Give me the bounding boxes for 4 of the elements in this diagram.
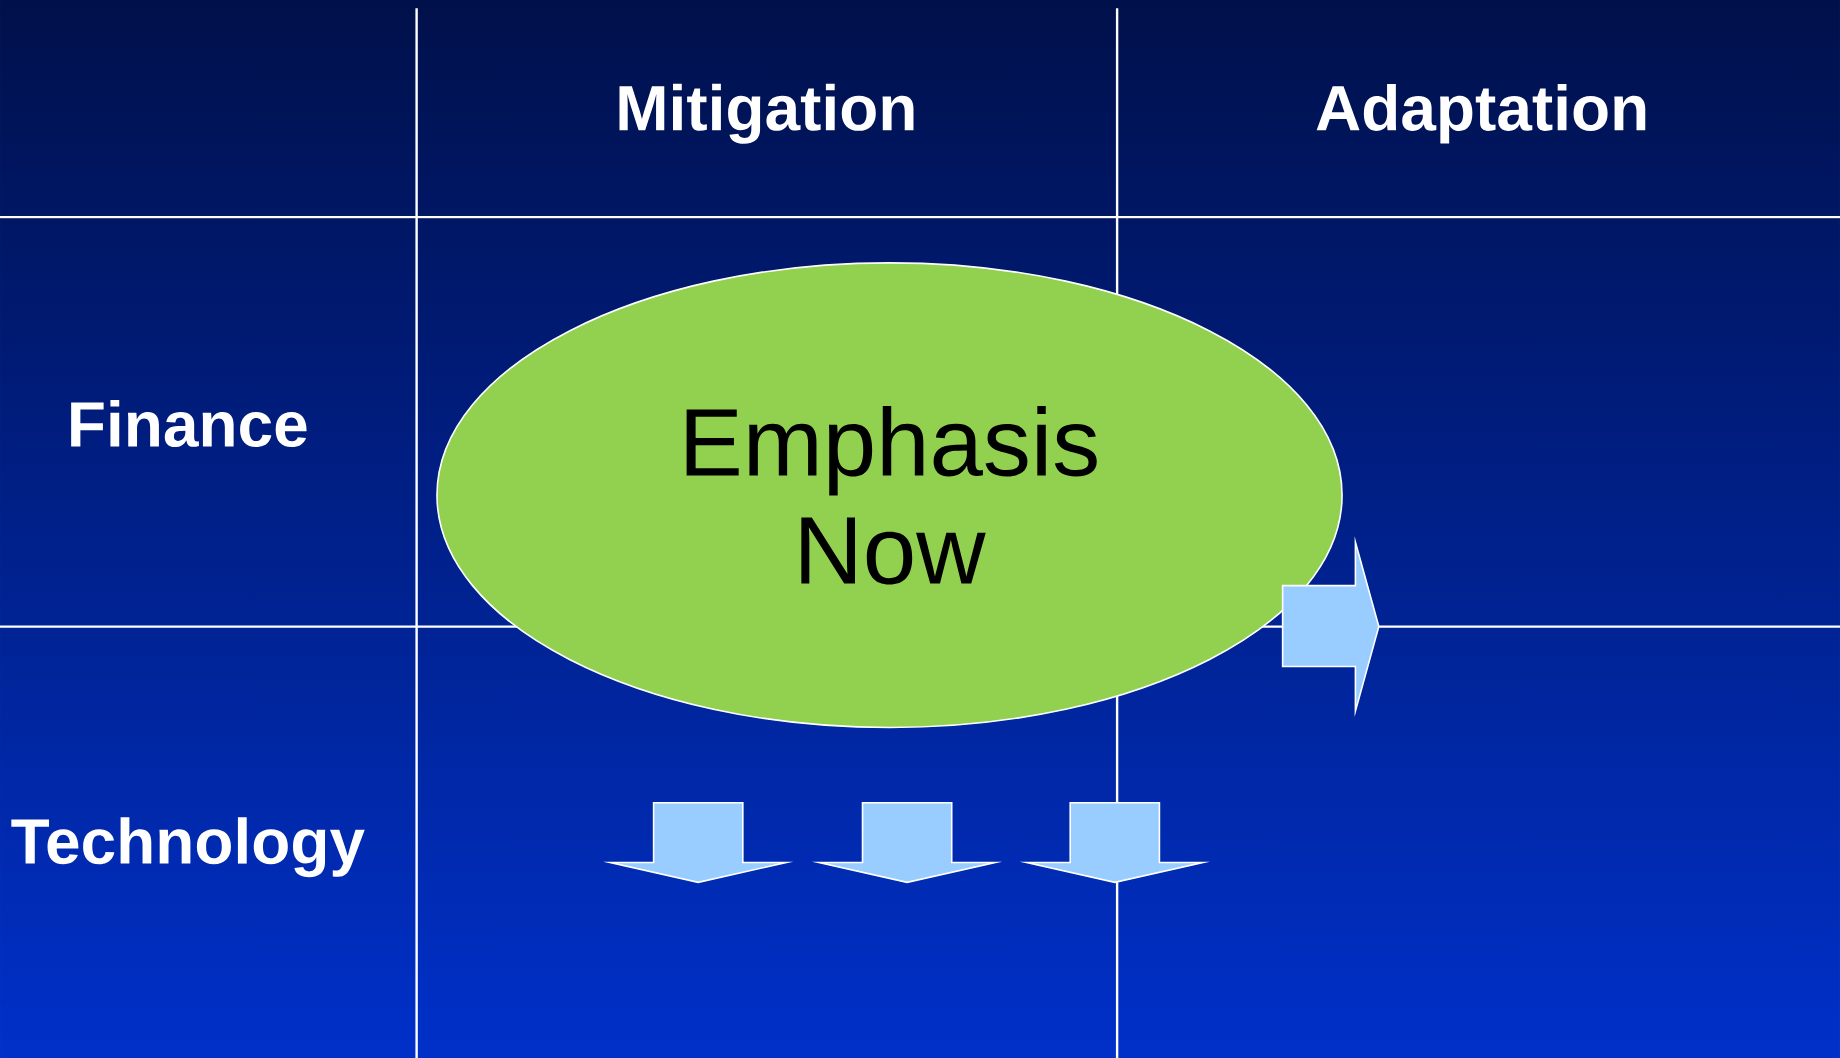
header-label: Mitigation: [619, 83, 914, 144]
header-label: Technology: [11, 817, 365, 878]
header-label: Adaptation: [1316, 84, 1646, 144]
header-label: Finance: [71, 400, 307, 448]
